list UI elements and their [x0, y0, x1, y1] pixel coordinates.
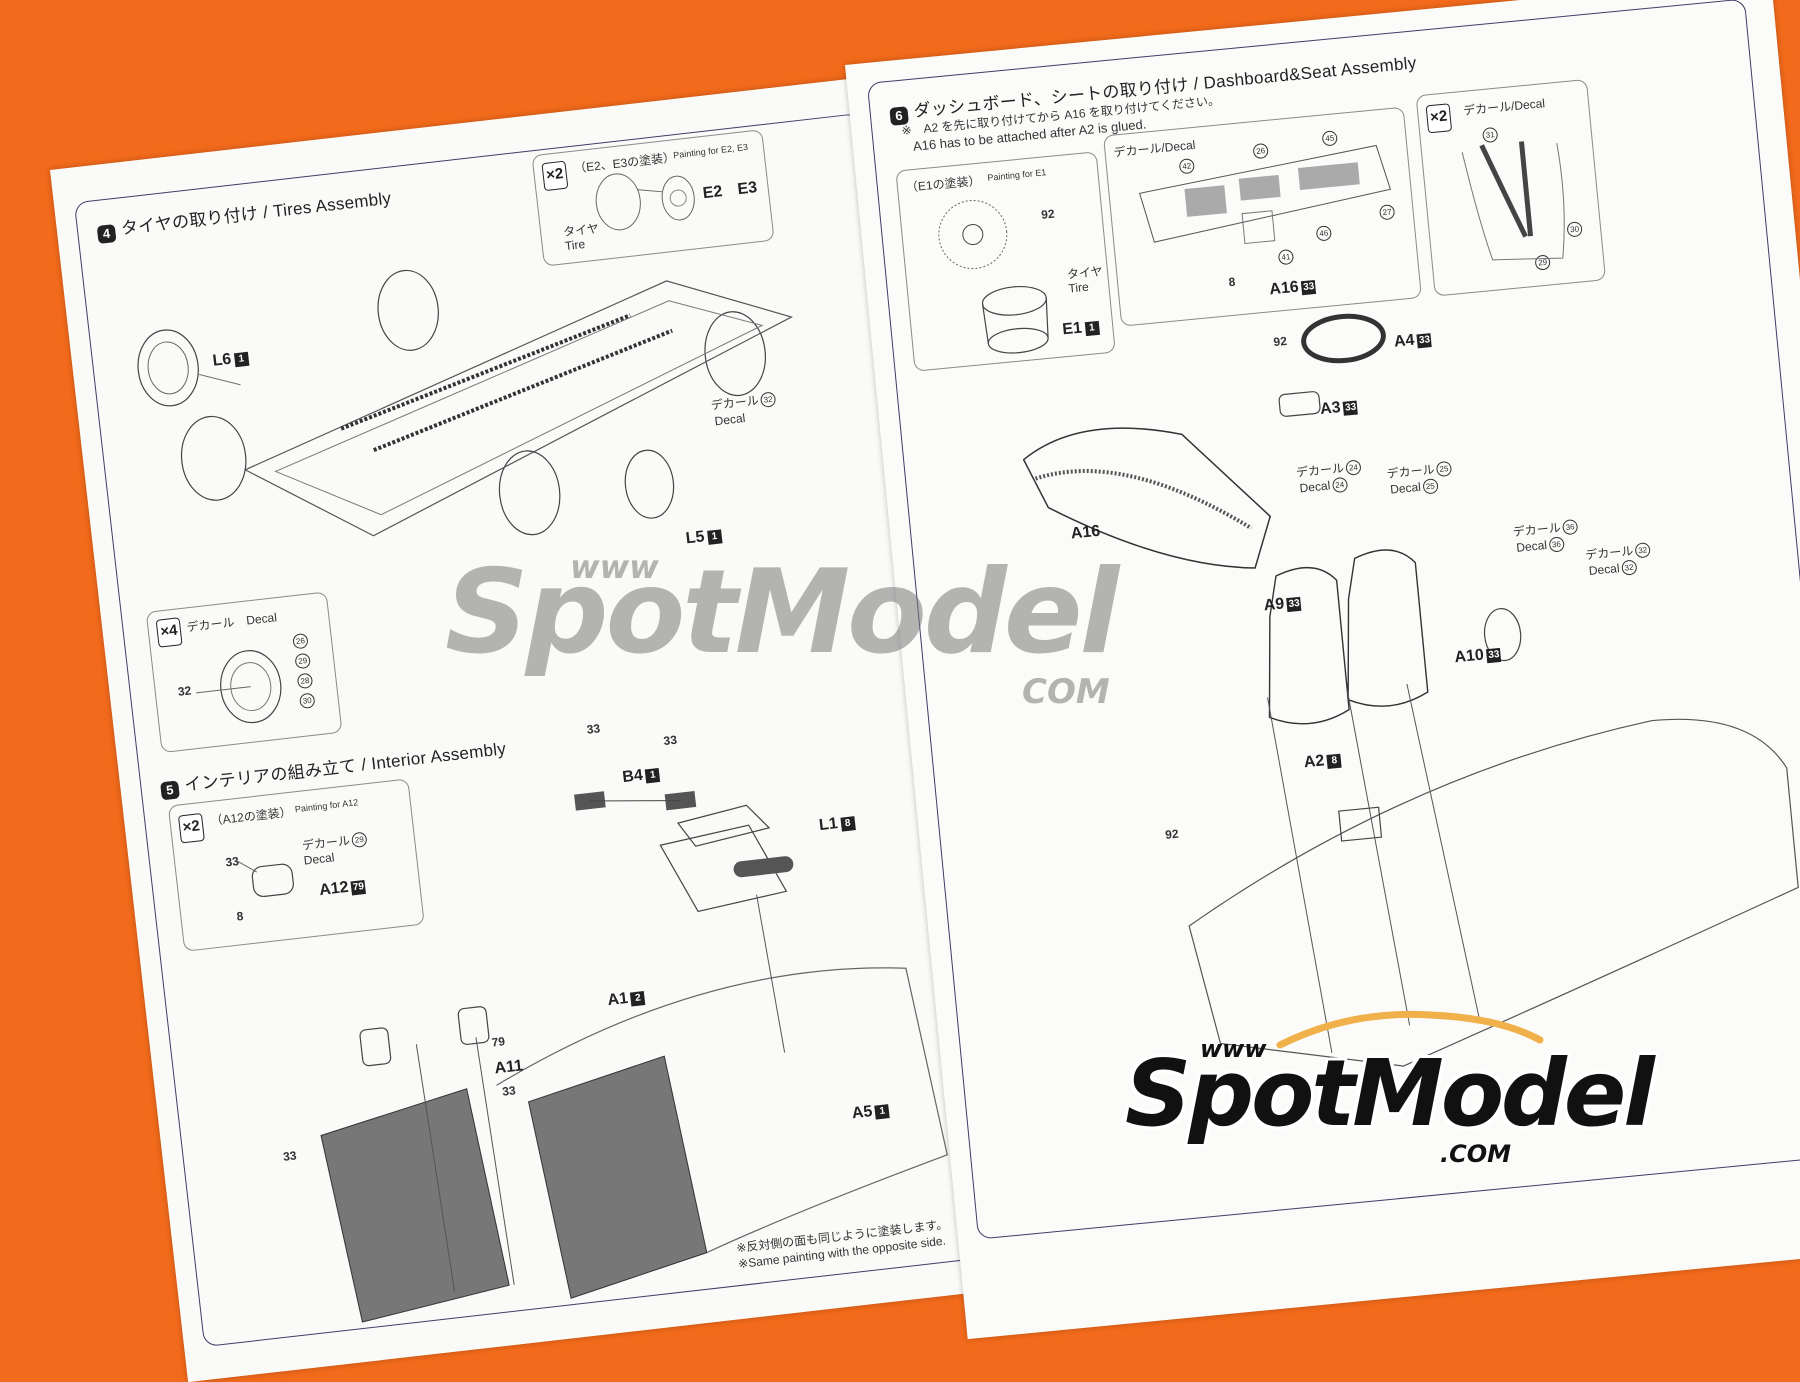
part-a16: A16: [1070, 522, 1102, 543]
logo-car-silhouette: [1276, 1010, 1544, 1049]
spotmodel-logo: SpotModel: [1125, 1040, 1655, 1147]
logo-com: .COM: [1440, 1140, 1512, 1168]
dash-decal-drawing: [1139, 144, 1392, 245]
tire-paint-drawing: [595, 173, 695, 231]
watermark-www: www: [570, 548, 659, 586]
wheel-decal-drawing: [196, 650, 282, 724]
a12-drawing: [237, 860, 294, 898]
interior-drawing: [320, 791, 948, 1323]
e1-drawing: [938, 200, 1049, 354]
step4-decal-box: ×4 デカール Decal 32 26 29 28 30: [145, 591, 343, 754]
dashboard-seat-drawing: [1022, 313, 1799, 1067]
part-a11: A11: [493, 1057, 524, 1078]
watermark-text: SpotModel: [445, 545, 1119, 680]
logo-www: www: [1200, 1035, 1267, 1063]
watermark-com: COM: [1022, 672, 1110, 712]
step4-paint-box: ×2 （E2、E3の塗装） Painting for E2, E3 タイヤ Ti…: [531, 129, 775, 267]
step6-belt-box: ×2 デカール/Decal 31 30 29: [1415, 78, 1607, 297]
seatbelt-drawing: [1461, 141, 1565, 261]
chassis-drawing: [137, 269, 794, 537]
